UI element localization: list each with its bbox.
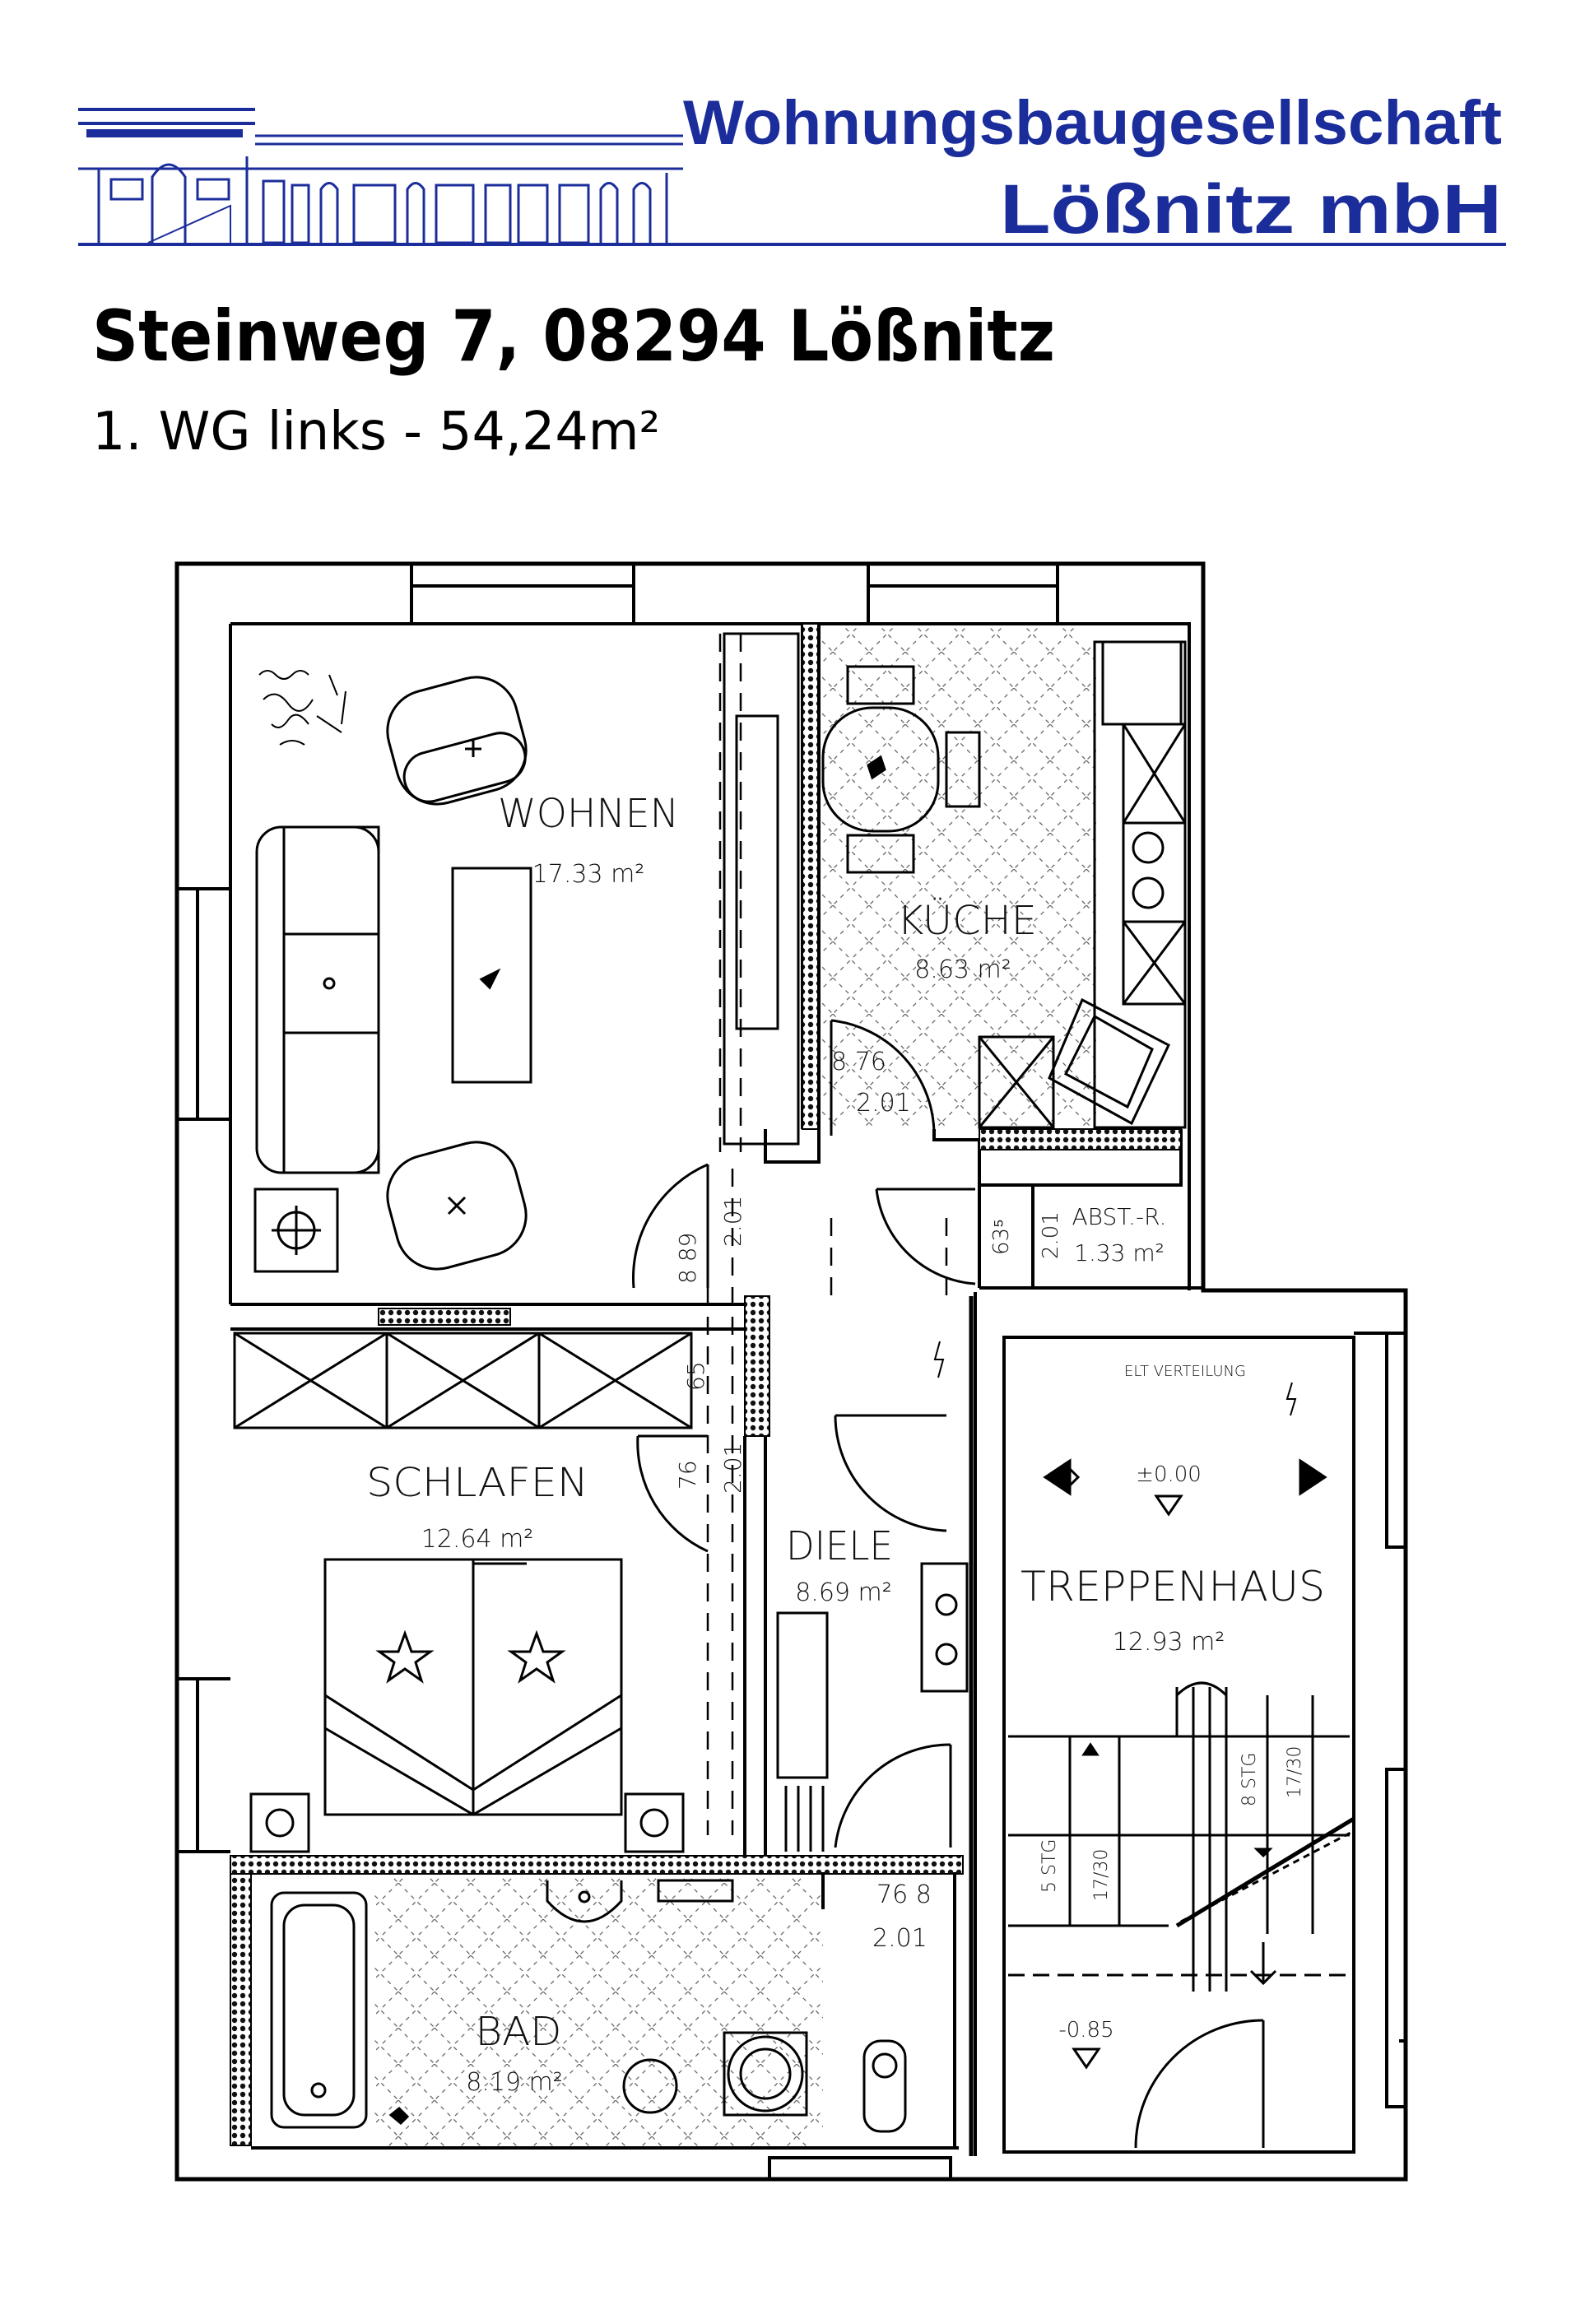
floor-plan xyxy=(174,561,1408,2182)
sofa xyxy=(255,825,380,1174)
window-top-left xyxy=(410,564,635,588)
kitchen-table xyxy=(821,706,940,833)
stair-count-1: 5 STG xyxy=(1039,1839,1060,1893)
living-lamp xyxy=(253,1188,339,1273)
dim-kitchen-door-height: 2.01 xyxy=(856,1089,911,1118)
dim-abst-door-width: 63⁵ xyxy=(989,1219,1014,1255)
kitchen-tile-floor xyxy=(821,627,1096,1127)
armchair-bottom xyxy=(386,1141,528,1271)
dim-bath-door-width: 76 8 xyxy=(876,1880,932,1909)
abst-door xyxy=(875,1188,976,1285)
room-name-diele: DIELE xyxy=(786,1523,893,1569)
stair-entry-door xyxy=(1134,2019,1264,2149)
room-name-bad: BAD xyxy=(476,2009,562,2055)
level-marker-icon xyxy=(1154,1494,1183,1517)
stair-count-2: 8 STG xyxy=(1239,1753,1260,1806)
room-area-bad: 8.19 m² xyxy=(466,2068,563,2097)
room-area-treppenhaus: 12.93 m² xyxy=(1113,1628,1225,1657)
kitchen-counter xyxy=(1093,640,1187,1129)
address-title: Steinweg 7, 08294 Lößnitz xyxy=(92,295,1055,378)
staircase xyxy=(1008,1681,1355,1992)
level-top: ±0.00 xyxy=(1136,1462,1202,1487)
bedroom-door xyxy=(636,1435,709,1553)
diele-door xyxy=(834,1415,947,1532)
stair-ratio-2: 17/30 xyxy=(1285,1746,1305,1798)
bathtub xyxy=(270,1891,368,2129)
room-name-schlafen: SCHLAFEN xyxy=(366,1460,588,1506)
elt-label: ELT VERTEILUNG xyxy=(1124,1363,1246,1380)
room-area-schlafen: 12.64 m² xyxy=(421,1525,534,1554)
stair-ratio-1: 17/30 xyxy=(1091,1849,1112,1901)
dim-abst-door-height: 2.01 xyxy=(1039,1211,1063,1259)
company-logo xyxy=(78,108,1506,246)
dim-wardrobe-depth: 65 xyxy=(682,1361,709,1391)
diele-cabinet xyxy=(776,1611,829,1779)
company-name-line1: Wohnungsbaugesellschaft xyxy=(683,88,1502,158)
dim-kitchen-door-width: 8 76 xyxy=(831,1048,886,1076)
dim-living-door-height: 2.01 xyxy=(719,1196,746,1247)
bath-door xyxy=(834,1743,951,1848)
plant-icon xyxy=(258,670,346,746)
company-name-line2: Lößnitz mbH xyxy=(1000,170,1502,248)
kitchen-hatched-wall xyxy=(802,623,820,1130)
room-area-diele: 8.69 m² xyxy=(795,1578,892,1607)
bath-tile-floor xyxy=(374,1876,823,2146)
dim-living-door-width: 8 89 xyxy=(674,1233,701,1284)
electric-icon xyxy=(1285,1382,1297,1416)
wardrobe xyxy=(233,1332,693,1429)
window-top-right xyxy=(867,564,1059,588)
living-sideboard xyxy=(723,632,800,1146)
dim-bedroom-door-width: 76 xyxy=(674,1460,701,1490)
arrow-right-icon xyxy=(1299,1458,1327,1496)
room-name-treppenhaus: TREPPENHAUS xyxy=(1020,1563,1325,1611)
room-area-kueche: 8.63 m² xyxy=(914,955,1011,984)
exterior-wall-inner xyxy=(230,622,1191,1290)
dim-bath-door-height: 2.01 xyxy=(872,1924,928,1953)
level-bottom: -0.85 xyxy=(1058,2018,1113,2043)
electric-icon xyxy=(933,1341,945,1378)
armchair-top xyxy=(386,676,528,806)
living-door xyxy=(632,1163,709,1289)
window-left-lower xyxy=(177,1677,199,1853)
room-name-kueche: KÜCHE xyxy=(897,898,1037,944)
kitchen-door xyxy=(830,1019,936,1136)
room-name-abst: ABST.-R. xyxy=(1072,1203,1167,1230)
window-left-upper xyxy=(177,887,199,1121)
exterior-wall-outer xyxy=(174,561,1408,2182)
window-bottom-right xyxy=(768,2156,952,2179)
arrow-left-icon xyxy=(1043,1458,1072,1496)
star-icon xyxy=(507,1629,566,1684)
sink xyxy=(546,1880,623,1923)
level-marker-icon xyxy=(1072,2047,1101,2070)
star-icon xyxy=(375,1629,435,1684)
coffee-table xyxy=(451,867,532,1084)
room-name-wohnen: WOHNEN xyxy=(498,791,679,837)
room-area-abst: 1.33 m² xyxy=(1074,1239,1165,1267)
apartment-subtitle: 1. WG links - 54,24m² xyxy=(92,402,660,462)
room-area-wohnen: 17.33 m² xyxy=(532,860,645,889)
washing-machine xyxy=(727,2035,804,2113)
dim-bedroom-door-height: 2.01 xyxy=(719,1443,746,1494)
